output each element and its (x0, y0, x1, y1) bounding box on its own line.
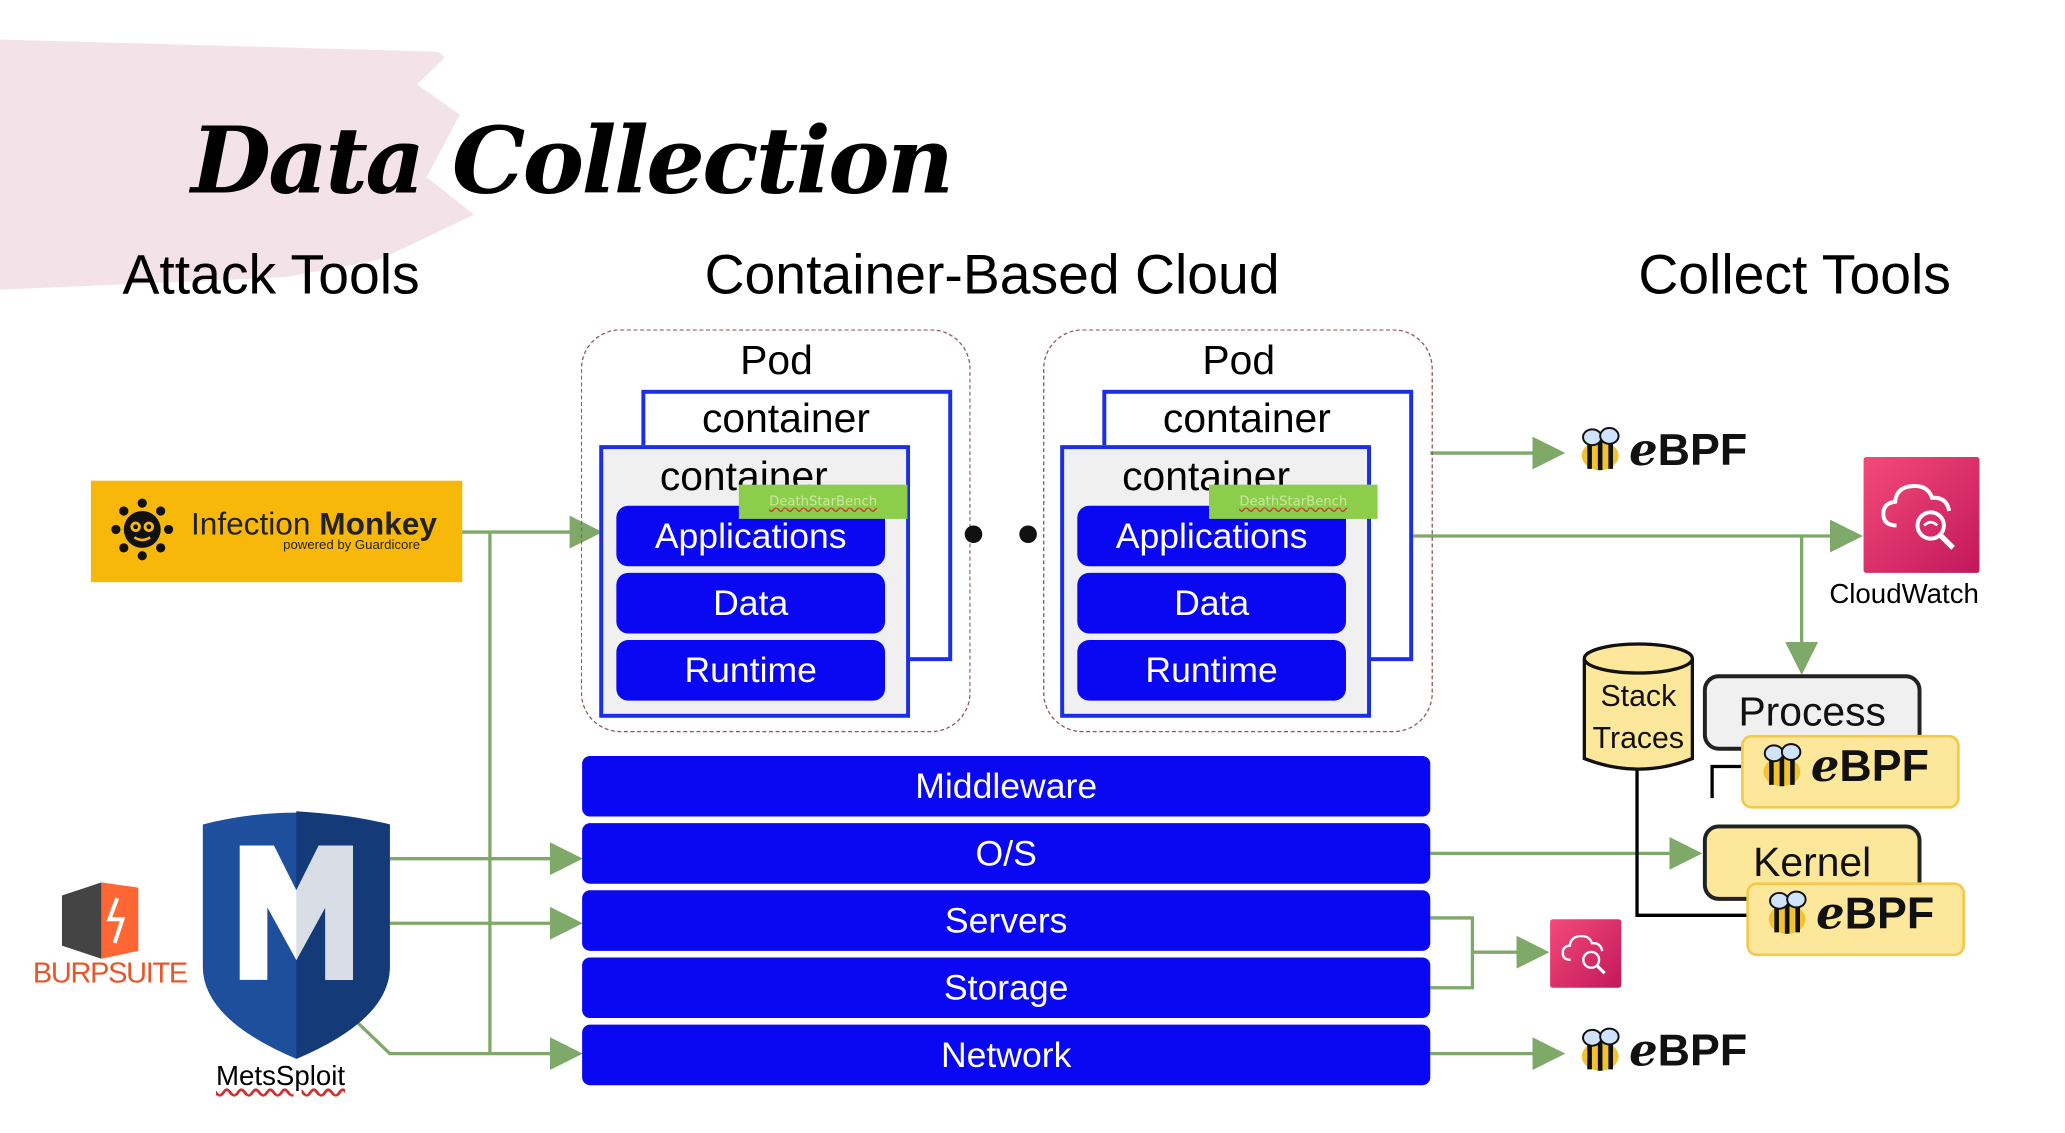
monkey-subtitle: powered by Guardicore (283, 538, 421, 554)
cloud-heading: Container-Based Cloud (704, 243, 1280, 306)
ebpf-e: e (1810, 740, 1840, 793)
bee-icon (1581, 1027, 1620, 1071)
monkey-name-light: Infection (190, 507, 320, 543)
cloud-search-icon (1881, 483, 1955, 550)
burpsuite-logo: BURPSUITE (33, 882, 188, 1001)
pod-1-runtime: Runtime (616, 640, 886, 701)
slide-title: Data Collection (190, 105, 954, 215)
pod-2-runtime: Runtime (1077, 640, 1346, 701)
pod-2-label: Pod (1202, 337, 1276, 384)
cloud-search-icon (1561, 934, 1606, 975)
pod-2-data: Data (1077, 572, 1346, 634)
layer-servers: Servers (582, 890, 1431, 951)
stack-traces-label: Stack Traces (1587, 674, 1690, 758)
burpsuite-icon (61, 882, 139, 959)
stack-traces-cylinder (1582, 642, 1694, 771)
bee-icon (1581, 427, 1620, 471)
ebpf-e: e (1816, 887, 1845, 941)
ebpf-e: e (1629, 424, 1658, 477)
cloudwatch-logo (1863, 456, 1980, 573)
attack-tools-heading: Attack Tools (122, 243, 420, 306)
pod-2-benchmark-tag: DeathStarBench (1209, 484, 1378, 519)
pod-2 (1043, 329, 1433, 733)
bee-icon (1763, 743, 1802, 787)
ebpf-e: e (1629, 1024, 1658, 1078)
pod-1-benchmark-tag: DeathStarBench (738, 484, 908, 519)
pod-1-label: Pod (740, 337, 813, 384)
ebpf-text: BPF (1839, 740, 1929, 791)
ebpf-text: BPF (1657, 424, 1748, 475)
layer-network: Network (582, 1024, 1431, 1086)
metasploit-shield-icon (202, 811, 390, 1059)
ebpf-text: BPF (1844, 888, 1935, 939)
pod-1-data: Data (616, 572, 886, 634)
collect-tools-heading: Collect Tools (1638, 243, 1951, 306)
stack-traces-line-2: Traces (1592, 720, 1685, 755)
layer-storage: Storage (582, 957, 1431, 1019)
burpsuite-label: BURPSUITE (32, 956, 188, 990)
pod-2-container-back-label: container (1162, 395, 1331, 442)
ebpf-text: BPF (1657, 1025, 1748, 1076)
layer-os: O/S (582, 823, 1431, 884)
pod-1 (580, 329, 971, 733)
metasploit-logo (198, 809, 396, 1059)
stack-traces-line-1: Stack (1600, 678, 1677, 713)
cloudwatch-small-logo (1550, 919, 1622, 988)
metasploit-label: MetsSploit (215, 1061, 346, 1092)
monkey-name-bold: Monkey (319, 507, 437, 543)
kernel-box: Kernel (1702, 824, 1922, 901)
pod-1-container-back-label: container (701, 395, 870, 442)
brush-stroke-decoration (0, 39, 475, 290)
bee-icon (1768, 890, 1807, 934)
infection-monkey-logo: Infection Monkey powered by Guardicore (90, 480, 463, 583)
layer-middleware: Middleware (582, 755, 1431, 817)
monkey-icon (111, 498, 174, 561)
cloudwatch-label: CloudWatch (1829, 579, 1979, 610)
